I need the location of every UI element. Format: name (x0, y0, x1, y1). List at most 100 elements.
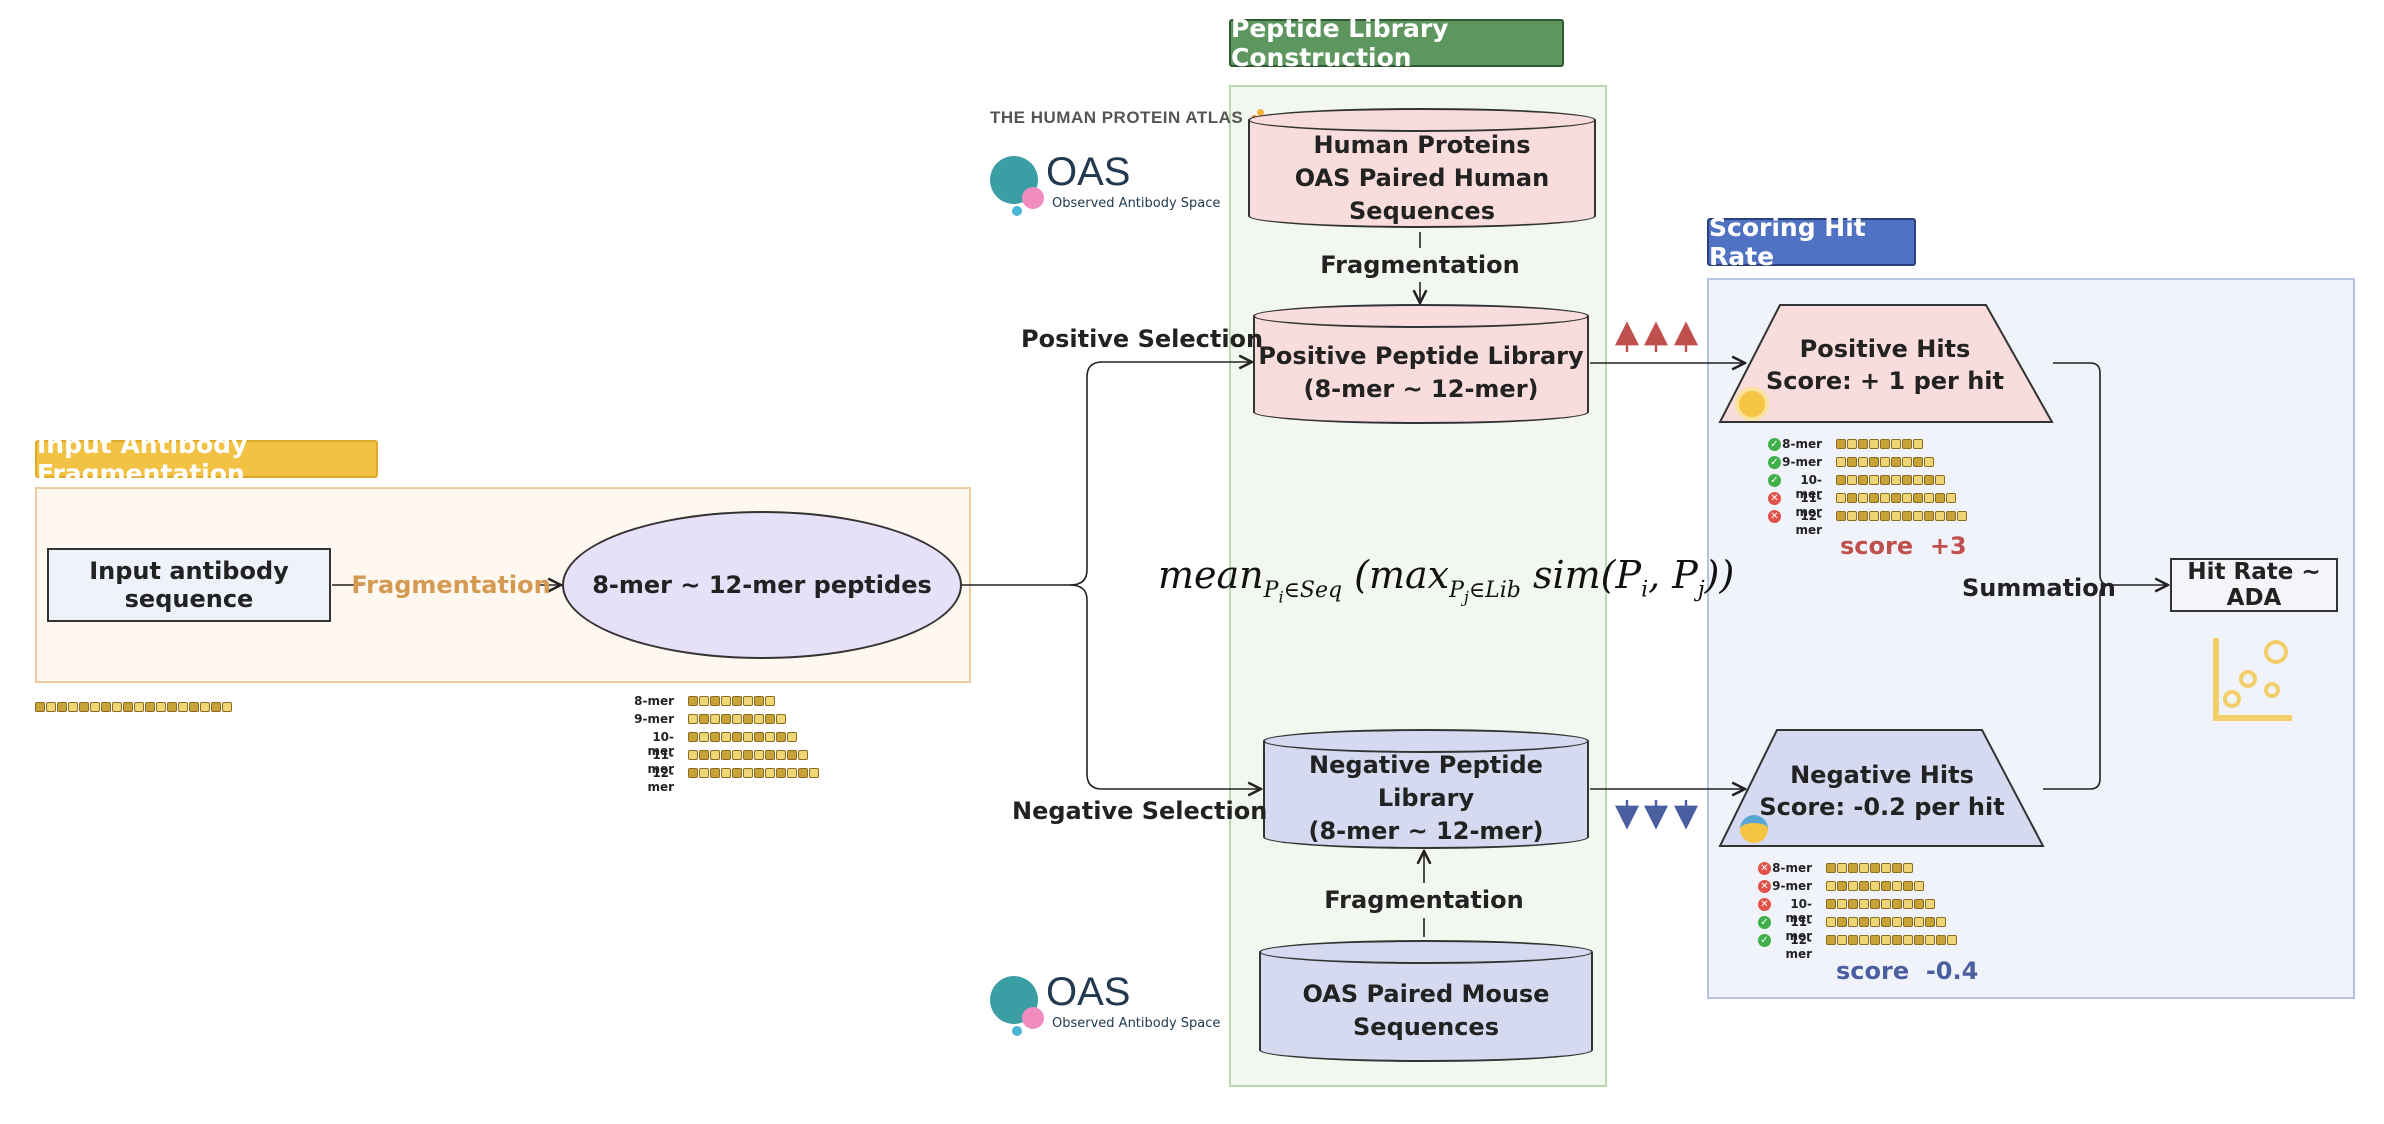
peptide-beads (1826, 863, 1913, 873)
check-icon: ✓ (1758, 934, 1771, 947)
negative-hits-title: Negative Hits (1790, 761, 1974, 789)
residue-bead (1837, 917, 1847, 927)
residue-bead (1914, 899, 1924, 909)
residue-bead (699, 714, 709, 724)
residue-bead (189, 702, 199, 712)
input-sequence-box: Input antibody sequence (47, 548, 331, 622)
residue-bead (1837, 899, 1847, 909)
human-db-line2: OAS Paired Human Sequences (1294, 163, 1550, 225)
residue-bead (1869, 457, 1879, 467)
residue-bead (1870, 881, 1880, 891)
residue-bead (1935, 493, 1945, 503)
residue-bead (1924, 511, 1934, 521)
residue-bead (743, 750, 753, 760)
positive-peptide-library: Positive Peptide Library (8-mer ~ 12-mer… (1253, 304, 1589, 424)
residue-bead (688, 732, 698, 742)
residue-bead (1925, 899, 1935, 909)
residue-bead (776, 714, 786, 724)
residue-bead (1902, 439, 1912, 449)
residue-bead (1848, 881, 1858, 891)
residue-bead (1870, 899, 1880, 909)
residue-bead (798, 768, 808, 778)
hit-rate-result-box: Hit Rate ~ ADA (2170, 558, 2338, 612)
peptides-ellipse: 8-mer ∼ 12-mer peptides (562, 511, 962, 659)
residue-bead (1892, 881, 1902, 891)
residue-bead (1858, 493, 1868, 503)
peptide-beads (1836, 511, 1967, 521)
mer-label: 12-mer (647, 766, 674, 794)
residue-bead (1870, 917, 1880, 927)
residue-bead (1836, 439, 1846, 449)
residue-bead (1913, 457, 1923, 467)
residue-bead (721, 768, 731, 778)
residue-bead (1891, 511, 1901, 521)
peptide-beads (688, 714, 786, 724)
residue-bead (35, 702, 45, 712)
residue-bead (776, 750, 786, 760)
peptide-beads (1826, 935, 1957, 945)
residue-bead (1902, 457, 1912, 467)
residue-bead (1826, 935, 1836, 945)
residue-bead (710, 696, 720, 706)
residue-bead (1914, 881, 1924, 891)
residue-bead (776, 732, 786, 742)
residue-bead (1892, 935, 1902, 945)
residue-bead (1859, 881, 1869, 891)
residue-bead (90, 702, 100, 712)
residue-bead (1848, 917, 1858, 927)
residue-bead (211, 702, 221, 712)
residue-bead (732, 768, 742, 778)
residue-bead (721, 732, 731, 742)
residue-bead (156, 702, 166, 712)
oas-logo-subtitle: Observed Antibody Space (1052, 196, 1221, 211)
residue-bead (1858, 439, 1868, 449)
residue-bead (1869, 439, 1879, 449)
residue-bead (1859, 917, 1869, 927)
residue-bead (1858, 475, 1868, 485)
residue-bead (688, 768, 698, 778)
residue-bead (743, 714, 753, 724)
mouse-sequences-database: OAS Paired Mouse Sequences (1259, 940, 1593, 1062)
residue-bead (699, 732, 709, 742)
residue-bead (765, 732, 775, 742)
mer-label: 8-mer (1772, 861, 1812, 875)
residue-bead (1859, 863, 1869, 873)
residue-bead (809, 768, 819, 778)
residue-bead (688, 696, 698, 706)
peptide-beads (1836, 439, 1923, 449)
residue-bead (1913, 439, 1923, 449)
check-icon: ✓ (1768, 438, 1781, 451)
mer-label: 11-mer (647, 748, 674, 776)
residue-bead (1870, 935, 1880, 945)
negative-selection-label: Negative Selection (1012, 797, 1268, 825)
residue-bead (699, 750, 709, 760)
residue-bead (1947, 935, 1957, 945)
residue-bead (1892, 899, 1902, 909)
residue-bead (101, 702, 111, 712)
residue-bead (134, 702, 144, 712)
negative-peptide-library: Negative Peptide Library (8-mer ~ 12-mer… (1263, 729, 1589, 849)
peptide-beads (1826, 881, 1924, 891)
residue-bead (167, 702, 177, 712)
residue-bead (787, 750, 797, 760)
residue-bead (732, 714, 742, 724)
mer-label: 9-mer (1782, 455, 1822, 469)
residue-bead (754, 750, 764, 760)
positive-library-line1: Positive Peptide Library (1258, 342, 1584, 370)
residue-bead (1826, 863, 1836, 873)
residue-bead (765, 750, 775, 760)
residue-bead (1869, 475, 1879, 485)
residue-bead (1848, 863, 1858, 873)
mer-label: 8-mer (634, 694, 674, 708)
residue-bead (765, 714, 775, 724)
cross-icon: ✕ (1758, 880, 1771, 893)
positive-library-line2: (8-mer ~ 12-mer) (1303, 375, 1539, 403)
residue-bead (1903, 935, 1913, 945)
oas-logo-title: OAS (1046, 150, 1131, 194)
peptide-beads (1836, 457, 1934, 467)
residue-bead (1869, 511, 1879, 521)
mer-label: 9-mer (1772, 879, 1812, 893)
check-icon: ✓ (1768, 474, 1781, 487)
check-icon: ✓ (1758, 916, 1771, 929)
positive-score: score +3 (1840, 532, 1967, 560)
